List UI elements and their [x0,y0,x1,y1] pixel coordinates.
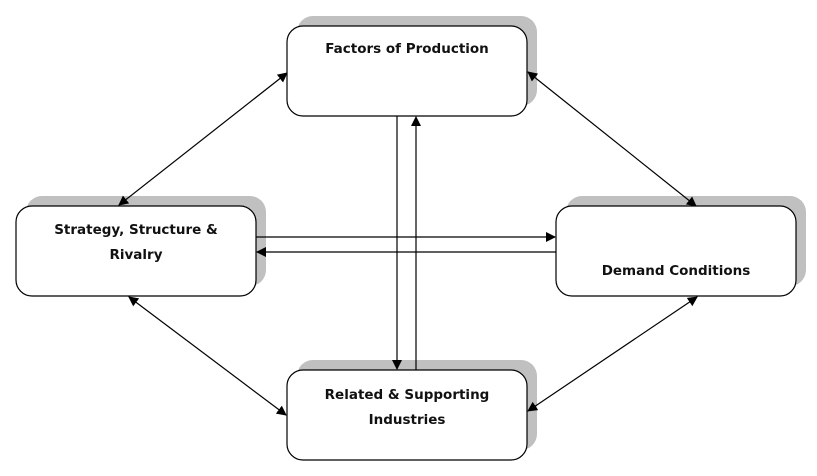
node-strategy: Strategy, Structure & Rivalry [15,205,257,297]
node-related: Related & Supporting Industries [286,369,528,461]
edge-demand-related [527,296,698,412]
label-factors: Factors of Production [325,41,489,57]
node-factors: Factors of Production [286,25,528,117]
edge-strategy-related [128,296,287,416]
label-demand: Demand Conditions [602,263,751,279]
box-demand [555,205,797,297]
box-factors [286,25,528,117]
box-strategy [15,205,257,297]
connectors [118,71,698,416]
node-demand: Demand Conditions [555,205,797,297]
label-related-line1: Related & Supporting [325,387,490,403]
label-related-line2: Industries [369,412,446,428]
edge-factors-demand [527,71,697,207]
label-strategy-line2: Rivalry [109,247,162,263]
label-strategy-line1: Strategy, Structure & [54,222,218,238]
box-related [286,369,528,461]
edge-factors-strategy [118,72,288,206]
